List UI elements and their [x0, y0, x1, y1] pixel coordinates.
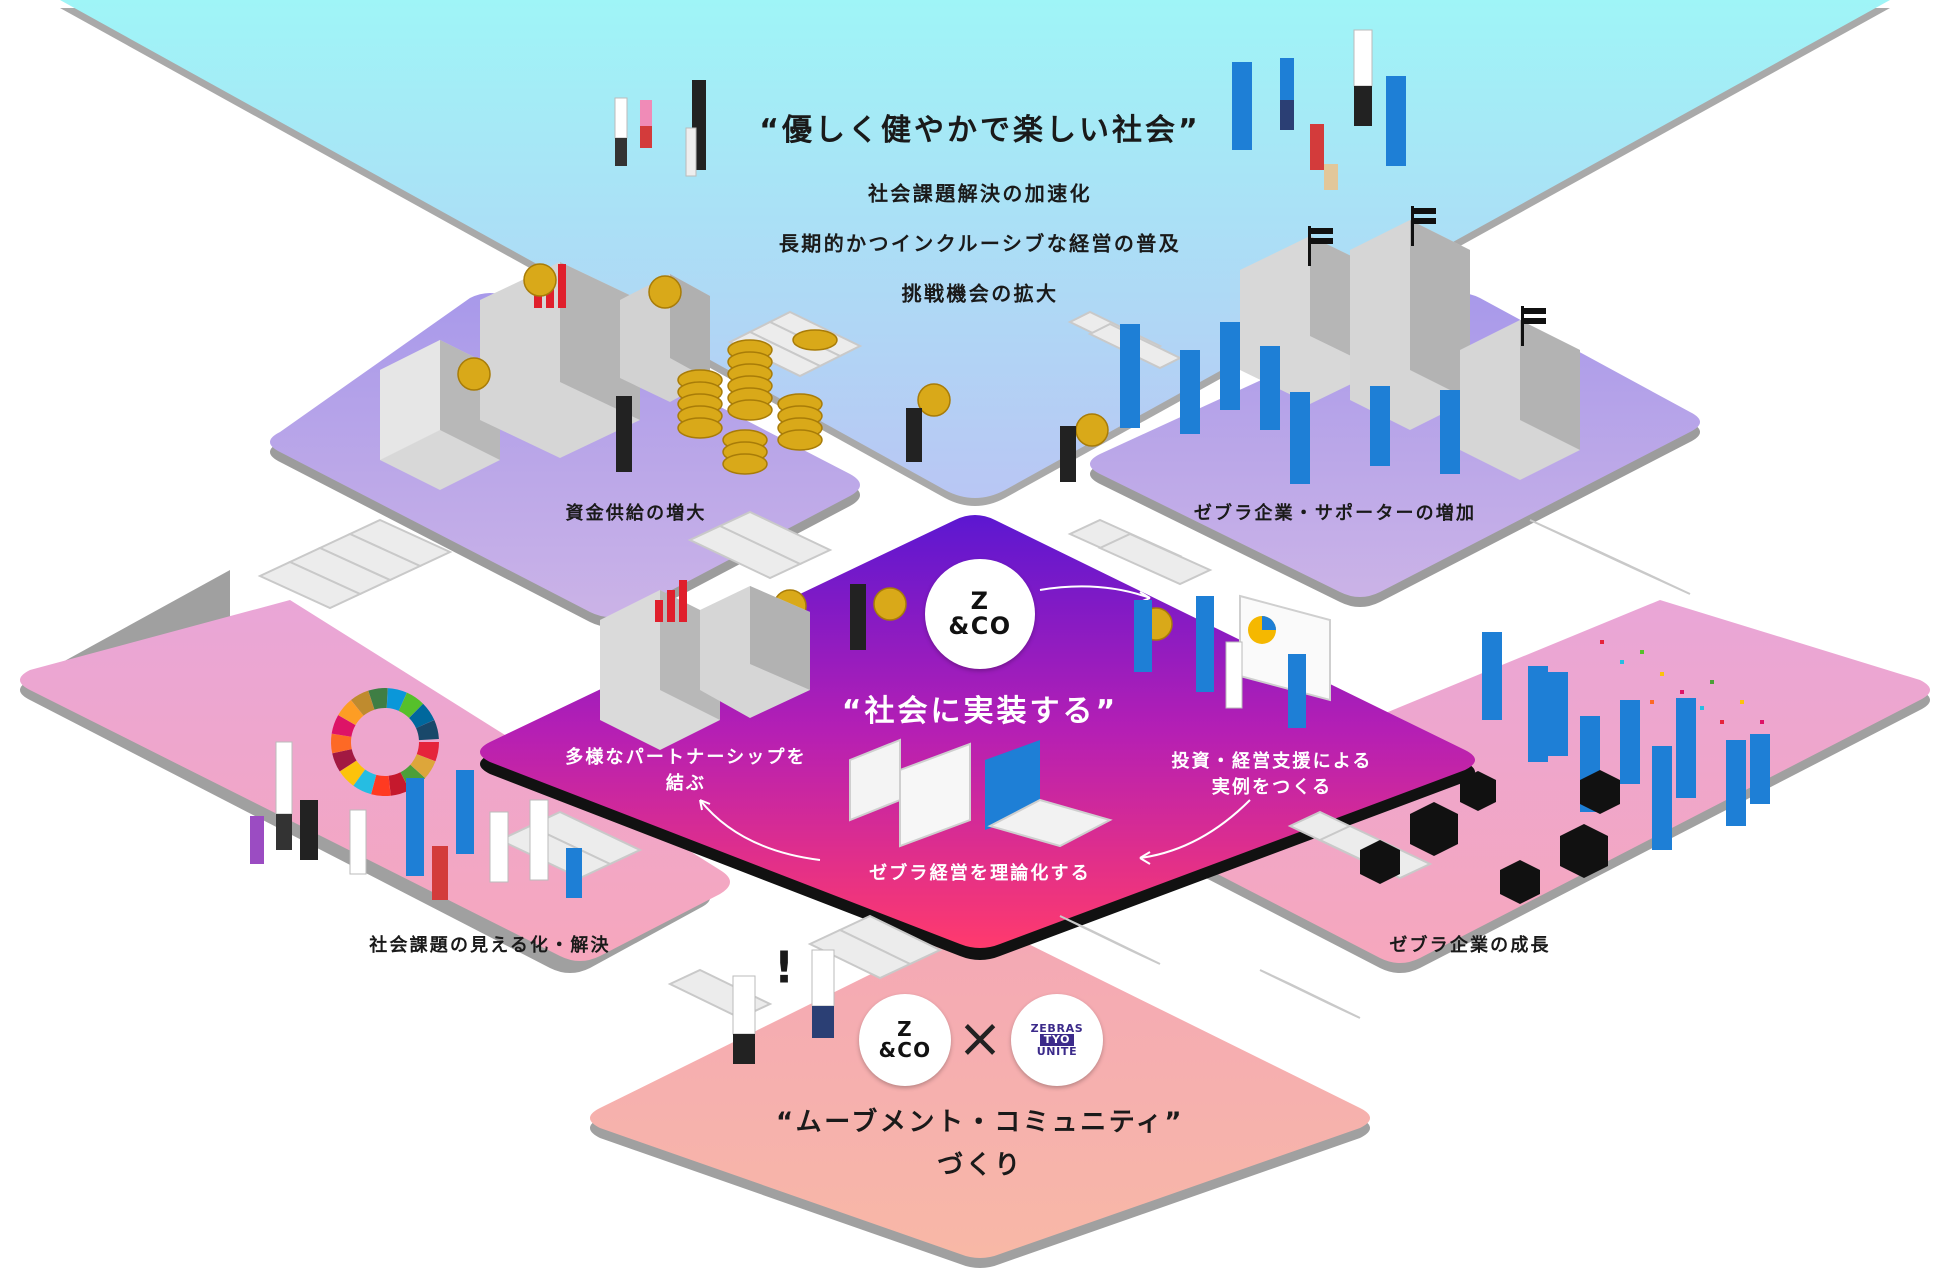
buildings-office [1240, 206, 1580, 480]
zco-logo-bottom: Z &CO [859, 994, 951, 1086]
stairs-right-upper [1529, 519, 1691, 595]
stairs [257, 310, 1691, 1020]
center-left-text-line-2: 結ぶ [665, 773, 707, 794]
lower-right-platform [1130, 600, 1930, 973]
zco-logo-bottom-line-2: &CO [878, 1038, 932, 1062]
stairs-center-left [687, 510, 833, 580]
center-bottom-text: ゼブラ経営を理論化する [869, 863, 1091, 884]
lower-right-label: ゼブラ企業の成長 [1389, 935, 1551, 956]
people-bottom [732, 949, 835, 1064]
building [1350, 220, 1470, 430]
lower-left-label: 社会課題の見える化・解決 [369, 935, 611, 956]
center-right-text-line-2: 実例をつくる [1211, 777, 1333, 798]
zco-logo-bottom-line-1: Z [897, 1017, 913, 1041]
times-icon: × [957, 1006, 1003, 1070]
center-buildings [600, 580, 810, 750]
people-middle [616, 322, 1460, 484]
building [1460, 320, 1580, 480]
top-platform [60, 0, 1890, 506]
bottom-platform [590, 925, 1370, 1268]
people-top-left [614, 80, 706, 177]
zco-logo-center: Z &CO [925, 559, 1035, 669]
people-lower-right [1482, 632, 1770, 850]
middle-left-label: 資金供給の増大 [565, 503, 707, 524]
top-platform-title: “優しく健やかで楽しい社会” [759, 113, 1201, 148]
bottom-platform-subtitle: づくり [937, 1150, 1023, 1181]
zebras [1360, 770, 1620, 904]
zco-logo-line-1: Z [970, 586, 990, 615]
building [620, 274, 710, 402]
people-top-right [1232, 29, 1406, 190]
zebra-flag-icon [1308, 206, 1546, 346]
zebras-logo-line-3: UNITE [1036, 1044, 1078, 1058]
zco-logo-line-2: &CO [948, 612, 1012, 640]
zebras-logo-line-1: ZEBRAS [1030, 1021, 1084, 1035]
people-lower-left [250, 741, 582, 900]
stairs-center-right [1067, 518, 1213, 586]
exclamation-mark: ! [773, 942, 795, 994]
sdg-wheel-icon [331, 688, 439, 796]
cycle-arrows [699, 585, 1251, 865]
zebras-logo-line-2: TYO [1039, 1034, 1075, 1046]
center-right-text: 投資・経営支援による 実例をつくる [1171, 749, 1372, 801]
top-platform-line-1: 社会課題解決の加速化 [868, 181, 1092, 206]
center-title: “社会に実装する” [841, 694, 1119, 729]
center-left-text-line-1: 多様なパートナーシップを [565, 746, 807, 768]
center-right-text-line-1: 投資・経営支援による [1171, 750, 1373, 772]
coin-stacks [677, 329, 838, 475]
center-platform [480, 515, 1475, 960]
laptops-and-books [849, 738, 1113, 848]
middle-right-label: ゼブラ企業・サポーターの増加 [1193, 503, 1477, 524]
center-left-text: 多様なパートナーシップを 結ぶ [565, 745, 807, 797]
top-platform-line-3: 挑戦機会の拡大 [901, 281, 1059, 306]
top-platform-line-2: 長期的かつインクルーシブな経営の普及 [778, 231, 1182, 256]
people-center [850, 584, 1306, 728]
stairs-left-upper [257, 518, 453, 610]
zebras-tyo-unite-logo: ZEBRAS TYO UNITE [1011, 994, 1103, 1086]
bottom-platform-title: “ムーブメント・コミュニティ” [775, 1107, 1185, 1138]
stairs-bottom-right [1059, 915, 1361, 1019]
